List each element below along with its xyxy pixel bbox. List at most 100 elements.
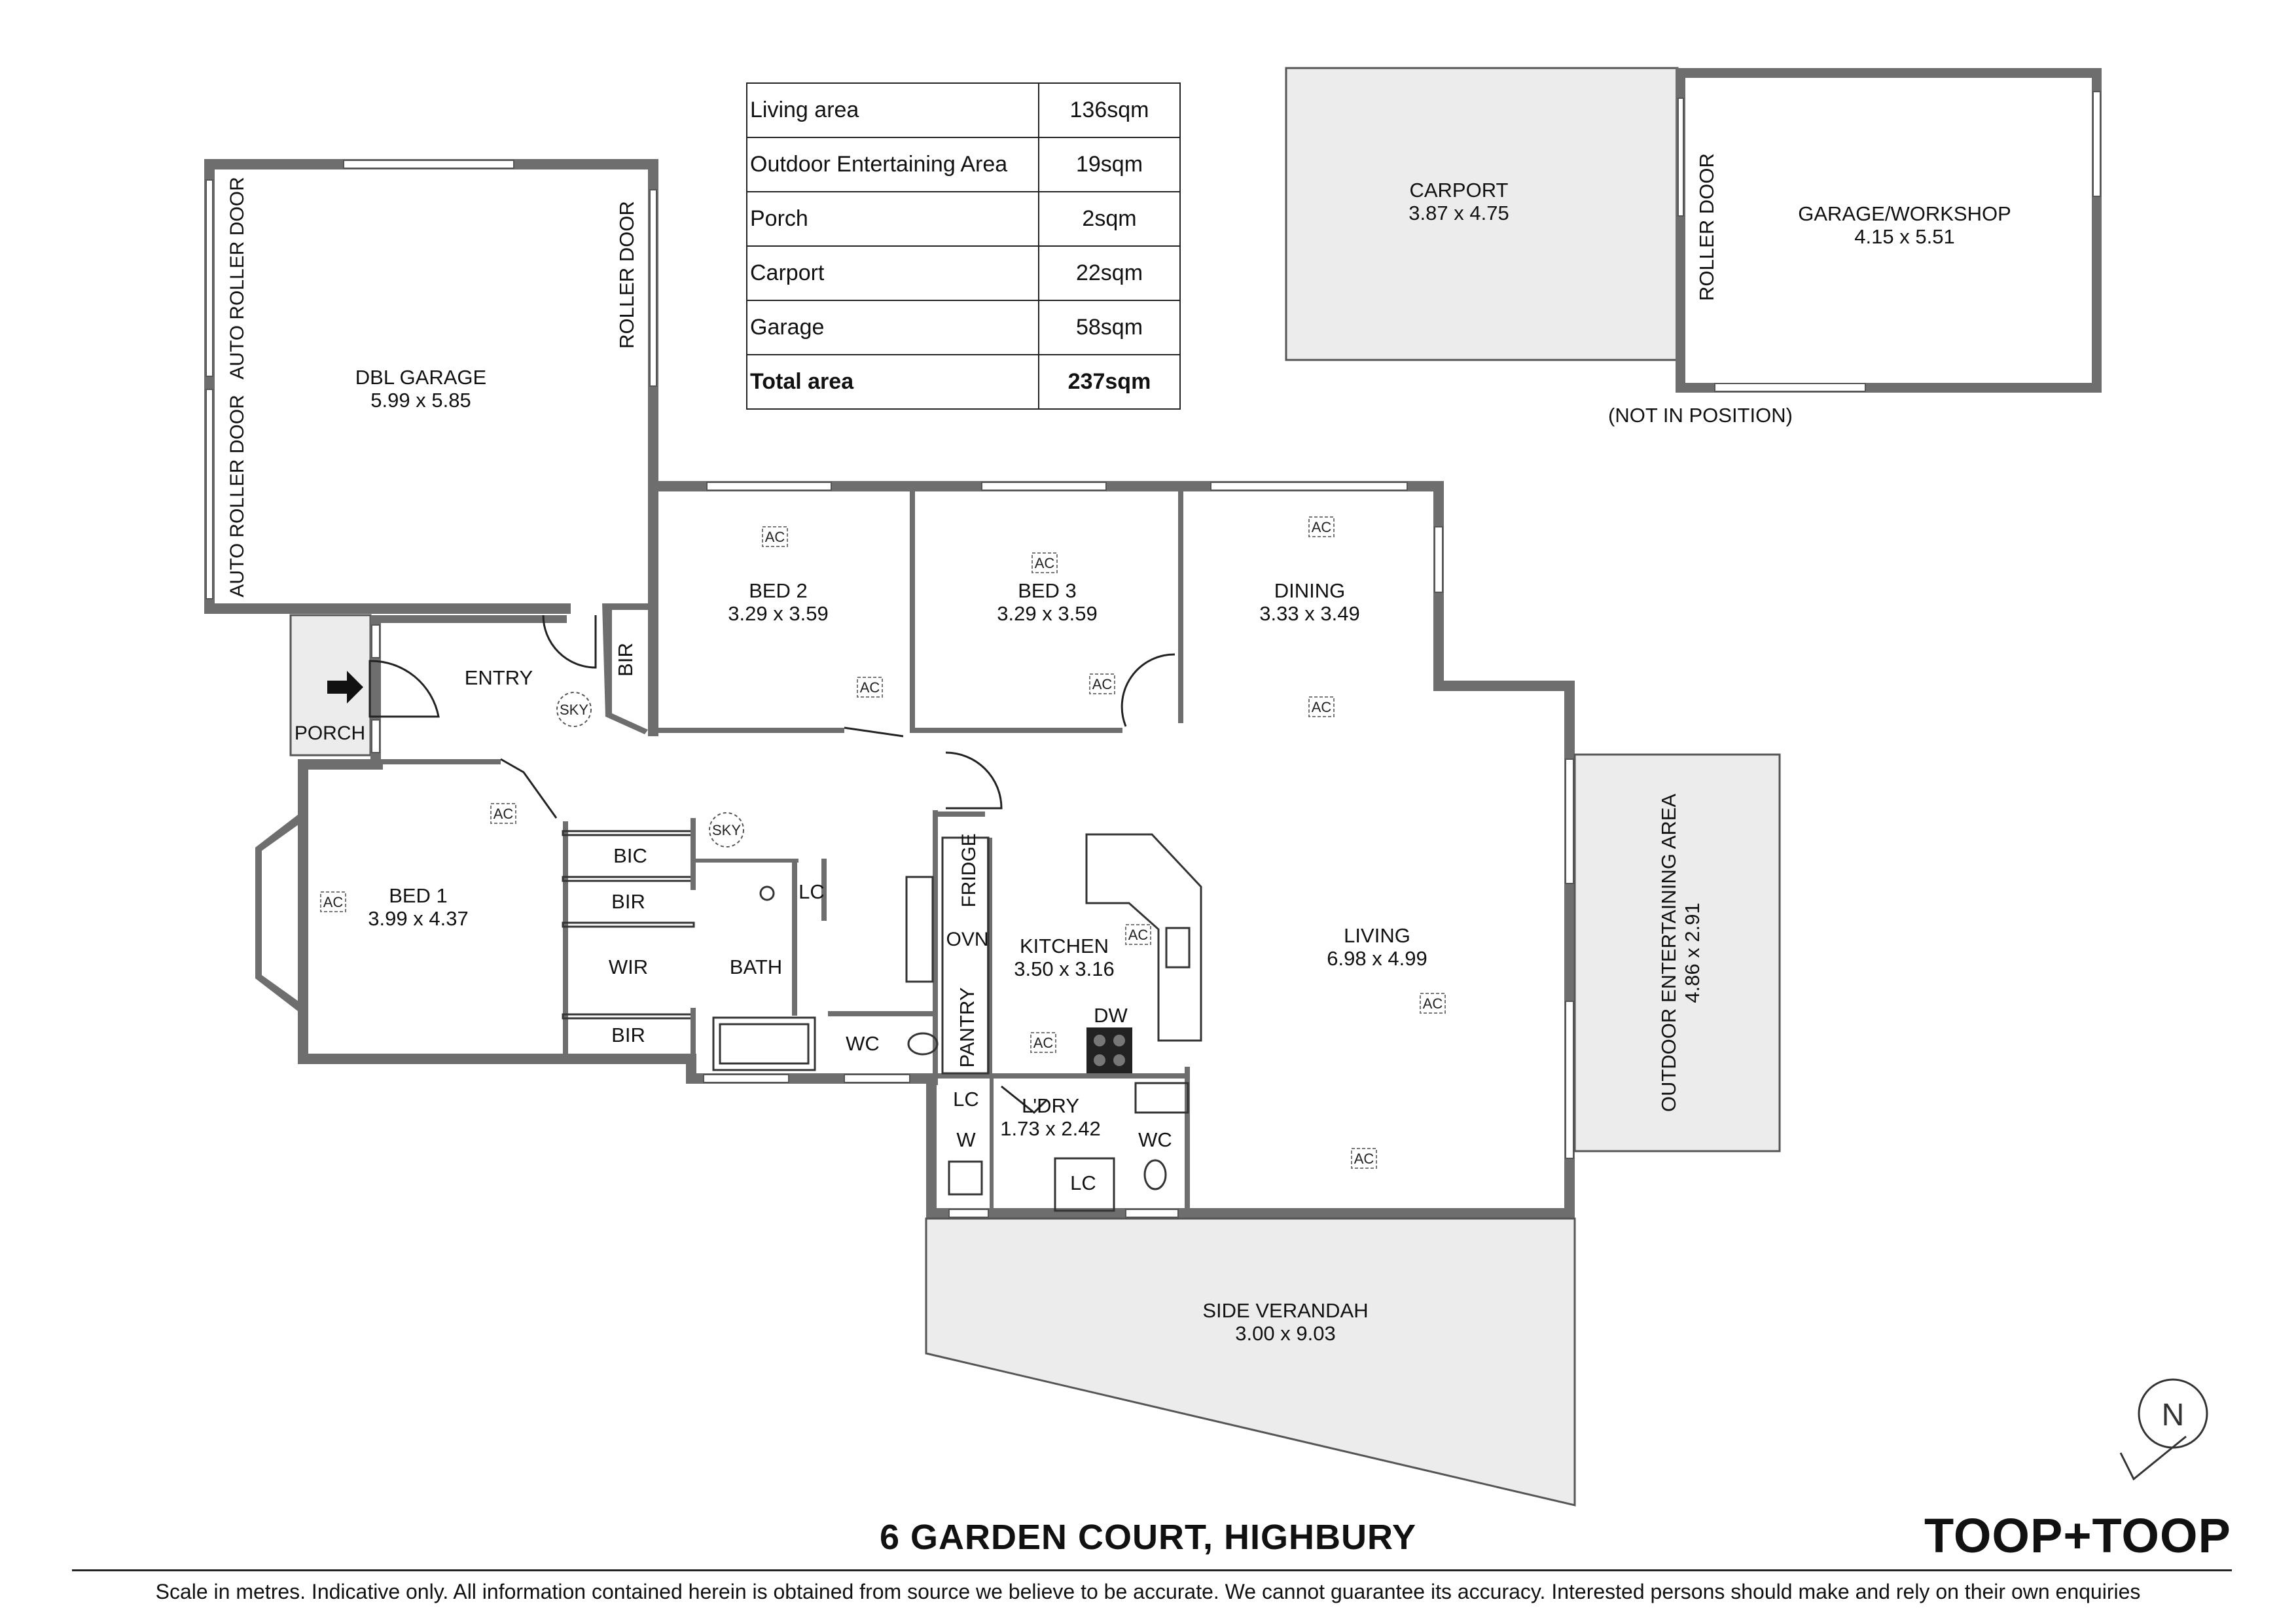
area-label: Outdoor Entertaining Area xyxy=(746,137,1039,192)
not-in-position-label: (NOT IN POSITION) xyxy=(1608,404,1793,427)
window xyxy=(1125,1209,1179,1218)
cooktop-burner xyxy=(1113,1054,1125,1066)
bir-label: BIR xyxy=(614,643,637,677)
wall xyxy=(821,859,827,921)
ac-label: AC xyxy=(1092,676,1113,692)
kitchen-name: KITCHEN xyxy=(1020,935,1109,957)
skylight-icon xyxy=(709,812,744,847)
disclaimer: Scale in metres. Indicative only. All in… xyxy=(155,1580,2141,1603)
carport-name: CARPORT xyxy=(1409,179,1508,202)
ac-label: AC xyxy=(1354,1150,1374,1167)
ac-icon xyxy=(1308,696,1335,717)
ac-markers: AC AC AC AC AC AC AC AC AC AC AC AC xyxy=(320,516,1446,1169)
bir-label: BIR xyxy=(611,1024,645,1046)
wall xyxy=(562,830,695,836)
door-swing xyxy=(542,615,597,669)
ac-label: AC xyxy=(765,529,785,545)
bay-window-wall xyxy=(255,815,303,1011)
ac-icon xyxy=(762,526,788,547)
ac-icon xyxy=(1125,924,1151,945)
door-swing xyxy=(945,751,1003,810)
entry-arrow-icon xyxy=(327,671,363,704)
verandah-name: SIDE VERANDAH xyxy=(1202,1299,1368,1322)
wall xyxy=(370,615,567,623)
kitchen-dim: 3.50 x 3.16 xyxy=(1014,957,1114,980)
wall xyxy=(910,488,915,733)
window xyxy=(981,482,1107,491)
wall xyxy=(926,1073,937,1219)
interior-walls xyxy=(298,481,1190,1214)
cooktop-burner xyxy=(1094,1035,1105,1046)
wc-label: WC xyxy=(1138,1128,1172,1151)
auto-roller-door-label: AUTO ROLLER DOOR xyxy=(226,177,248,380)
bathtub-inner xyxy=(719,1023,810,1065)
dw-label: DW xyxy=(1094,1004,1128,1027)
window xyxy=(706,482,832,491)
garage-window xyxy=(343,160,514,169)
wall xyxy=(926,1073,1188,1079)
workshop-name: GARAGE/WORKSHOP xyxy=(1798,202,2011,225)
carport-area xyxy=(1285,67,1679,361)
ac-label: AC xyxy=(323,894,344,910)
area-label: Living area xyxy=(746,82,1039,138)
ac-icon xyxy=(490,803,516,824)
auto-roller-door xyxy=(206,179,213,377)
roller-door xyxy=(649,189,657,387)
wall xyxy=(1178,488,1183,723)
north-label: N xyxy=(2162,1398,2185,1433)
carport-dim: 3.87 x 4.75 xyxy=(1408,202,1509,224)
basin-icon xyxy=(1134,1082,1189,1114)
bed1-name: BED 1 xyxy=(389,884,448,907)
area-value: 136sqm xyxy=(1038,82,1181,138)
shower-icon xyxy=(759,885,775,901)
sky-label: SKY xyxy=(560,702,588,718)
area-value: 58sqm xyxy=(1038,300,1181,355)
ac-icon xyxy=(1308,516,1335,537)
bathtub xyxy=(712,1016,816,1071)
window xyxy=(844,1074,910,1083)
wall xyxy=(1188,1208,1575,1219)
outdoor-label-group: OUTDOOR ENTERTAINING AREA 4.86 x 2.91 xyxy=(1657,794,1704,1113)
wall xyxy=(562,1013,695,1020)
wall xyxy=(563,821,568,1057)
wall xyxy=(694,859,798,863)
ac-label: AC xyxy=(1423,995,1443,1012)
bic-label: BIC xyxy=(613,844,647,867)
wall xyxy=(691,818,696,890)
w-label: W xyxy=(956,1128,976,1151)
windows xyxy=(371,482,1574,1218)
ac-label: AC xyxy=(1035,555,1055,571)
dining-name: DINING xyxy=(1274,579,1346,602)
window xyxy=(1434,526,1443,593)
fridge-label: FRIDGE xyxy=(958,833,980,907)
vanity-icon xyxy=(905,876,934,983)
area-value: 19sqm xyxy=(1038,137,1181,192)
porch-label: PORCH xyxy=(295,722,365,744)
wall xyxy=(298,759,501,764)
lc-label: LC xyxy=(953,1088,979,1111)
side-verandah-area xyxy=(925,1217,1576,1507)
area-label: Carport xyxy=(746,245,1039,301)
garage-name: DBL GARAGE xyxy=(355,366,486,389)
cooktop xyxy=(1086,1027,1132,1073)
north-compass-icon: N xyxy=(2119,1378,2208,1481)
workshop-wall xyxy=(1676,68,2102,78)
ac-icon xyxy=(1420,993,1446,1014)
pantry-label: PANTRY xyxy=(956,988,978,1068)
roller-door-label: ROLLER DOOR xyxy=(615,201,638,349)
wall xyxy=(933,812,985,817)
entry-door-swing xyxy=(368,660,440,718)
window xyxy=(948,1209,989,1218)
laundry-dim: 1.73 x 2.42 xyxy=(1000,1117,1100,1140)
outdoor-dim: 4.86 x 2.91 xyxy=(1681,902,1704,1003)
bed3-dim: 3.29 x 3.59 xyxy=(997,602,1097,625)
verandah-dim: 3.00 x 9.03 xyxy=(1235,1322,1335,1345)
bed1-dim: 3.99 x 4.37 xyxy=(368,907,468,930)
bath-label: BATH xyxy=(730,955,782,978)
appliance-column xyxy=(941,836,990,1075)
